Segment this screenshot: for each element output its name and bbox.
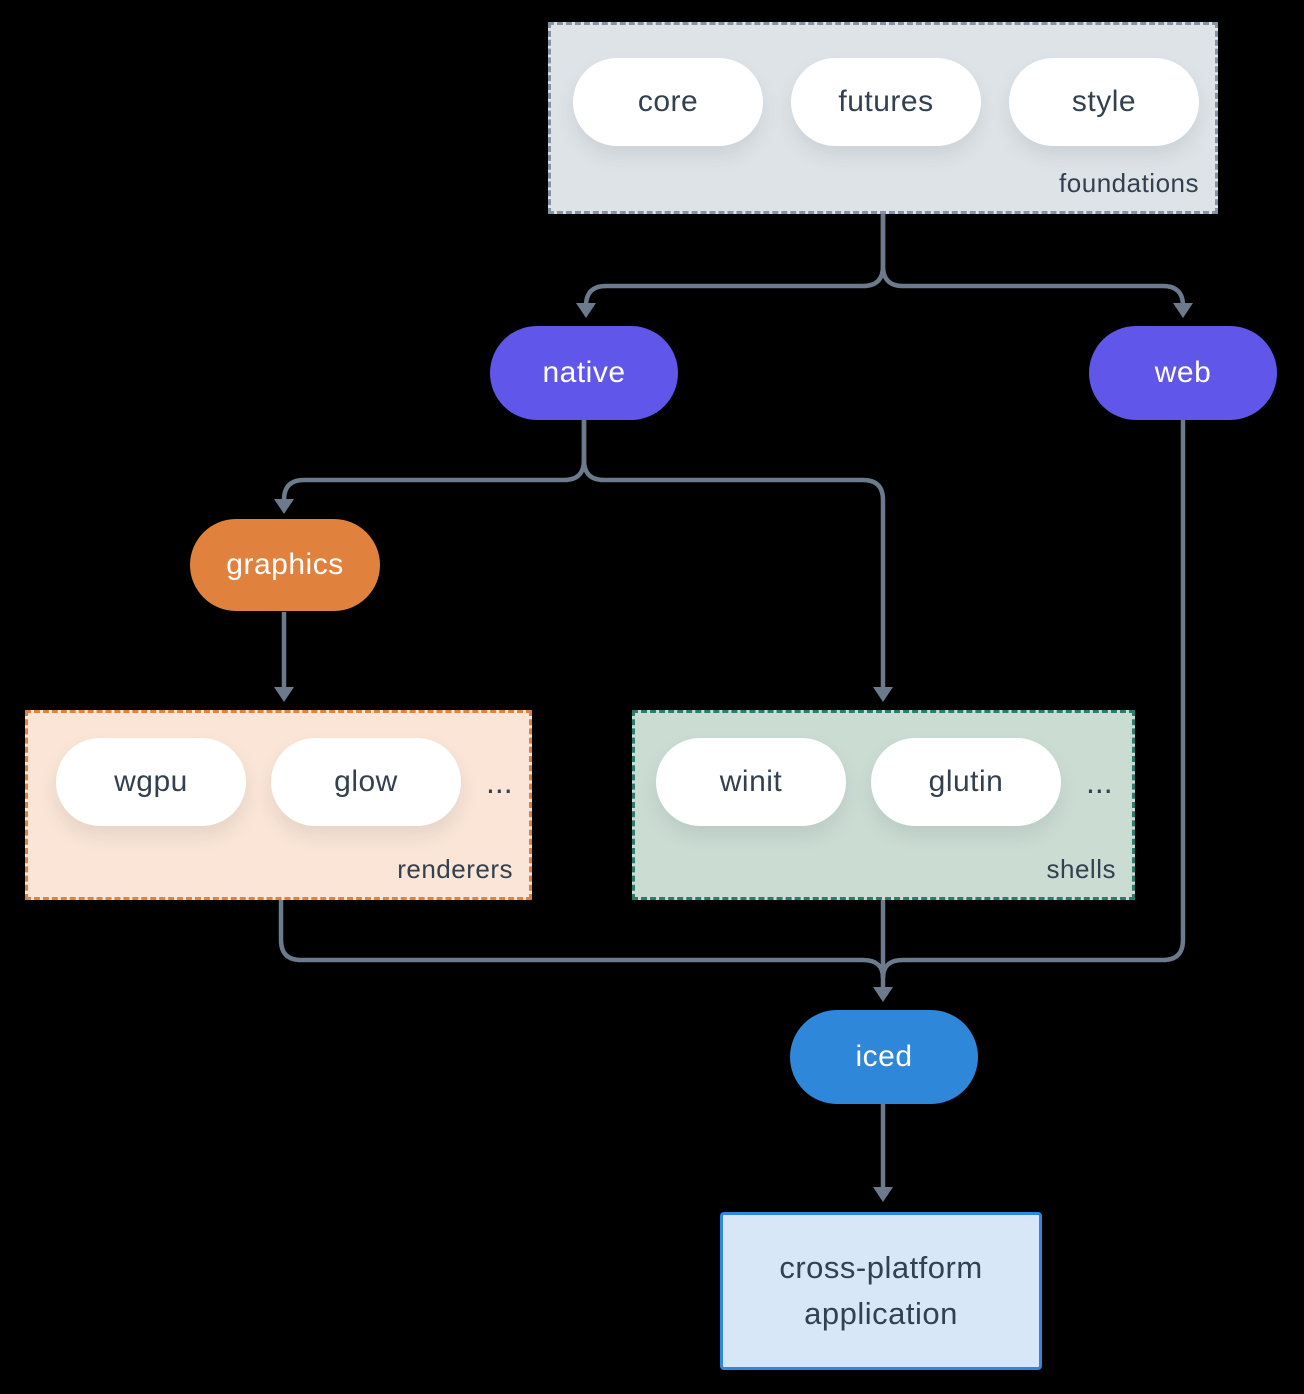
arrowhead-application <box>873 1187 893 1202</box>
arrow-native-to-shells <box>581 420 886 688</box>
node-style: style <box>1009 58 1199 146</box>
arrowhead-shells <box>873 687 893 702</box>
wire-renderers-to-bus <box>278 898 886 979</box>
node-glow: glow <box>271 738 461 826</box>
shells-label: shells <box>1046 854 1116 884</box>
foundations-label: foundations <box>1059 168 1199 198</box>
wire-web-to-bus <box>880 420 1186 979</box>
application-label-line2: application <box>804 1296 958 1331</box>
node-iced: iced <box>790 1010 978 1104</box>
arrow-native-to-graphics <box>281 420 587 501</box>
shells-group: winit glutin ... shells <box>632 710 1135 900</box>
arrow-foundations-to-web <box>880 214 1186 307</box>
renderers-group: wgpu glow ... renderers <box>25 710 532 900</box>
application-box: cross-platform application <box>720 1212 1042 1370</box>
node-web: web <box>1089 326 1277 420</box>
node-native: native <box>490 326 678 420</box>
application-label-line1: cross-platform <box>779 1250 983 1285</box>
renderers-ellipsis: ... <box>486 763 513 800</box>
arrowhead-web <box>1173 303 1193 318</box>
arrow-foundations-to-native <box>583 214 886 307</box>
node-glutin: glutin <box>871 738 1061 826</box>
foundations-group: core futures style foundations <box>548 22 1218 214</box>
renderers-label: renderers <box>397 854 513 884</box>
arrowhead-iced <box>873 987 893 1002</box>
arrowhead-graphics <box>274 499 294 514</box>
node-core: core <box>573 58 763 146</box>
arrowhead-native <box>576 303 596 318</box>
node-futures: futures <box>791 58 981 146</box>
node-winit: winit <box>656 738 846 826</box>
node-graphics: graphics <box>190 519 380 611</box>
shells-ellipsis: ... <box>1086 763 1113 800</box>
arrowhead-renderers <box>274 687 294 702</box>
node-wgpu: wgpu <box>56 738 246 826</box>
